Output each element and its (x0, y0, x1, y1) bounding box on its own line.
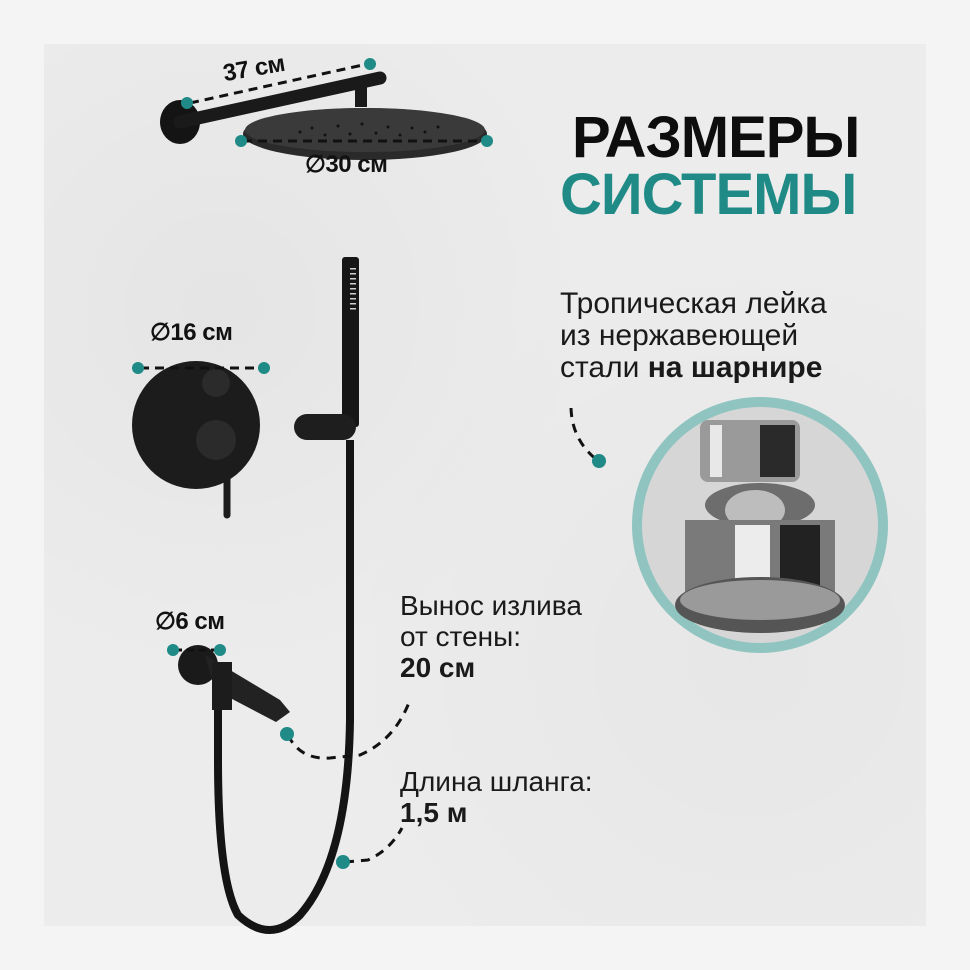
dimension-dot-icon (280, 727, 294, 741)
dimension-dot-icon (364, 58, 376, 70)
hose-length-callout (344, 827, 404, 864)
feature-line3: стали (560, 351, 648, 384)
dimension-dot-icon (258, 362, 270, 374)
dimension-dot-icon (336, 855, 350, 869)
spout-reach-line2: от стены: (400, 621, 522, 652)
feature-line1: Тропическая лейка (560, 287, 827, 320)
head-diameter-label: ∅30 см (305, 151, 388, 178)
arm-dimension-line (189, 61, 373, 105)
feature-line2: из нержавеющей (560, 319, 799, 352)
dimension-dot-icon (214, 644, 226, 656)
hose-length-value: 1,5 м (400, 797, 468, 828)
dimension-dot-icon (592, 454, 606, 468)
dimension-dot-icon (167, 644, 179, 656)
spout-reach-callout (286, 699, 412, 760)
page-title-line2: СИСТЕМЫ (560, 162, 857, 227)
mixer-panel-icon (132, 361, 260, 519)
hand-shower-icon (294, 257, 359, 440)
mixer-diameter-label: ∅16 см (150, 319, 233, 346)
spout-reach-line1: Вынос излива (400, 590, 582, 621)
dimension-dot-icon (481, 135, 493, 147)
spout-diameter-label: ∅6 см (155, 608, 225, 635)
spout-reach-text: Вынос излива от стены: 20 см (400, 590, 582, 683)
page-title-line1: РАЗМЕРЫ (572, 105, 860, 170)
feature-line3-bold: на шарнире (647, 351, 823, 384)
spout-reach-value: 20 см (400, 652, 476, 683)
feature-description: Тропическая лейка из нержавеющей стали н… (560, 288, 827, 384)
detail-callout (569, 407, 598, 462)
bath-spout-icon (178, 645, 290, 722)
shower-hose-icon (214, 440, 354, 934)
dimension-dot-icon (132, 362, 144, 374)
dimension-dot-icon (181, 97, 193, 109)
hose-length-label: Длина шланга: (400, 766, 593, 797)
hose-length-text: Длина шланга: 1,5 м (400, 766, 593, 828)
ball-joint-detail-icon (632, 397, 888, 653)
shower-arm-icon (160, 71, 387, 144)
dimension-dot-icon (235, 135, 247, 147)
